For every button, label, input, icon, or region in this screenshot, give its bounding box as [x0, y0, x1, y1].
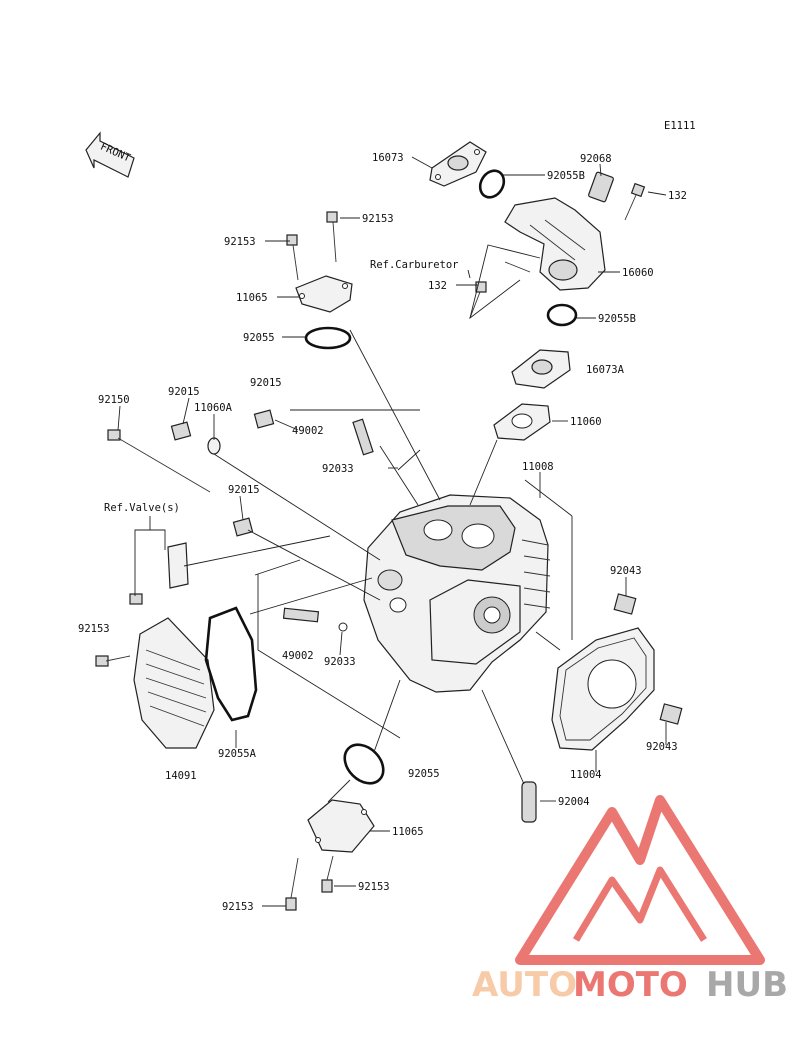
label-11060A: 11060A: [194, 402, 233, 414]
front-arrow-icon: FRONT: [85, 131, 135, 178]
oring-92055B-top: [478, 169, 506, 199]
label-11060: 11060: [570, 416, 602, 428]
label-16073: 16073: [372, 152, 404, 164]
label-11065-top: 11065: [236, 292, 268, 304]
bolt-92153-b: [286, 234, 299, 281]
label-14091: 14091: [165, 770, 197, 782]
watermark-moto: MOTO: [573, 965, 688, 1005]
head-gasket-11004: [551, 627, 655, 751]
stud-92150: [107, 429, 211, 493]
nut-92015-a: [170, 421, 192, 441]
label-11004: 11004: [570, 769, 602, 781]
label-11065-bot: 11065: [392, 826, 424, 838]
nut-92015-c: [232, 517, 254, 537]
label-49002-b: 49002: [282, 650, 314, 662]
label-132-top: 132: [668, 190, 687, 202]
label-92015-c: 92015: [228, 484, 260, 496]
oring-92055B-mid: [546, 303, 578, 327]
bolt-92153-c: [95, 655, 131, 667]
bolt-92153-d: [285, 857, 299, 911]
watermark-auto: AUTO: [472, 965, 577, 1005]
bolt-92153-e: [321, 855, 334, 893]
part-labels: 16073 92055B 92068 132 92153 92153 Ref.C…: [78, 152, 687, 913]
label-92055A: 92055A: [218, 748, 257, 760]
label-92153-e: 92153: [358, 881, 390, 893]
label-92055B-top: 92055B: [547, 170, 585, 182]
nut-92015-b: [253, 409, 275, 429]
label-92150: 92150: [98, 394, 130, 406]
label-92153-d: 92153: [222, 901, 254, 913]
bolt-92153-a: [326, 211, 338, 263]
head-cover-14091: [133, 617, 215, 749]
intake-pipe-16060: [504, 197, 606, 291]
stud-92004: [521, 781, 537, 823]
ref-valves: Ref.Valve(s): [104, 502, 180, 514]
dowel-92043-b: [659, 703, 683, 725]
cylinder-head-11008: [363, 494, 551, 693]
cap-11065-bot: [307, 799, 375, 853]
label-92004: 92004: [558, 796, 590, 808]
label-92015-b: 92015: [250, 377, 282, 389]
watermark-hub: HUB: [706, 965, 788, 1005]
ref-carburetor: Ref.Carburetor: [370, 259, 459, 271]
gasket-92055A: [204, 606, 258, 722]
bolt-132-top: [624, 182, 646, 221]
label-92153-b: 92153: [224, 236, 256, 248]
oring-92055-top: [304, 326, 352, 350]
label-16060: 16060: [622, 267, 654, 279]
label-92055-top: 92055: [243, 332, 275, 344]
label-11008: 11008: [522, 461, 554, 473]
label-92055-bot: 92055: [408, 768, 440, 780]
label-92033-a: 92033: [322, 463, 354, 475]
label-92068: 92068: [580, 153, 612, 165]
label-92153-a: 92153: [362, 213, 394, 225]
label-92043-b: 92043: [646, 741, 678, 753]
cap-11065-top: [295, 275, 353, 313]
bolt-132-mid: [469, 281, 487, 319]
watermark-logo: AUTO MOTO HUB: [472, 795, 788, 1005]
insulator-16073A: [511, 349, 571, 389]
label-132-mid: 132: [428, 280, 447, 292]
oring-92055-bot: [343, 743, 385, 785]
label-16073A: 16073A: [586, 364, 625, 376]
dowel-92043-a: [613, 593, 637, 615]
leader-lines: [117, 156, 667, 907]
valve-guide-49002-a: [352, 418, 374, 456]
collar-92068: [588, 171, 614, 203]
washer-11060A: [207, 437, 221, 455]
intake-flange-16073: [429, 141, 487, 187]
label-49002-a: 49002: [292, 425, 324, 437]
label-92153-c: 92153: [78, 623, 110, 635]
clip-92033-b: [338, 622, 348, 632]
label-92055B-mid: 92055B: [598, 313, 636, 325]
valve-ref-bracket: [129, 542, 189, 605]
diagram-code: E1111: [664, 120, 696, 132]
valve-guide-49002-b: [282, 607, 320, 623]
label-92033-b: 92033: [324, 656, 356, 668]
gasket-11060: [493, 403, 551, 441]
bolt-ref-carb: [504, 261, 531, 273]
label-92015-a: 92015: [168, 386, 200, 398]
label-92043-a: 92043: [610, 565, 642, 577]
